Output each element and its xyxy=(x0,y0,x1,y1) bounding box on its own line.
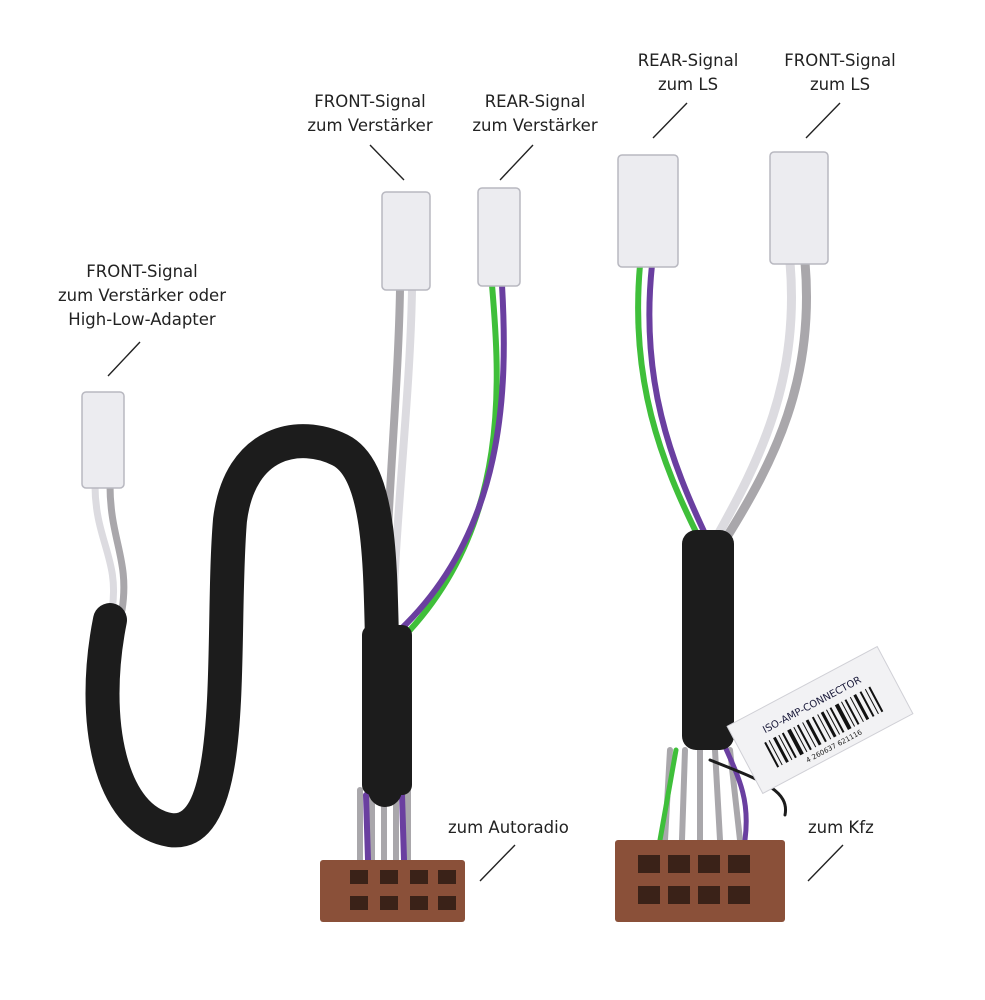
connector-front-amp-or-adapter xyxy=(81,391,125,489)
connector-rear-speaker xyxy=(617,154,679,268)
label-car: zum Kfz xyxy=(808,818,874,837)
left-wires xyxy=(91,282,507,863)
label-line: FRONT-Signal xyxy=(784,51,896,70)
label-line: zum Verstärker xyxy=(307,116,433,135)
iso-connector-radio xyxy=(320,860,465,922)
label-line: zum LS xyxy=(657,75,719,94)
sleeve-left xyxy=(85,424,402,848)
connector-rear-amp xyxy=(477,187,521,287)
label-front-speaker: FRONT-Signal zum LS xyxy=(784,49,896,97)
leader-line xyxy=(499,144,534,181)
label-line: REAR-Signal xyxy=(637,51,739,70)
leader-line xyxy=(652,102,688,139)
leader-line xyxy=(369,144,405,181)
white-connectors xyxy=(81,151,829,489)
label-front-amp-or-adapter: FRONT-Signal zum Verstärker oder High-Lo… xyxy=(58,260,226,332)
product-tag: ISO-AMP-CONNECTOR 4 260637 621116 xyxy=(726,645,914,795)
label-rear-speaker: REAR-Signal zum LS xyxy=(638,49,739,97)
connector-front-amp xyxy=(381,191,431,291)
leader-line xyxy=(479,844,516,882)
label-line: zum Verstärker oder xyxy=(58,286,226,305)
sleeve-right xyxy=(682,530,734,750)
label-line: FRONT-Signal xyxy=(86,262,198,281)
label-line: High-Low-Adapter xyxy=(68,310,216,329)
sleeve-junction-left xyxy=(362,625,412,795)
label-front-amp: FRONT-Signal zum Verstärker xyxy=(307,90,432,138)
label-line: FRONT-Signal xyxy=(314,92,426,111)
label-rear-amp: REAR-Signal zum Verstärker xyxy=(472,90,597,138)
leader-line xyxy=(807,844,844,882)
label-radio: zum Autoradio xyxy=(448,818,569,837)
label-line: zum LS xyxy=(809,75,871,94)
leader-line xyxy=(805,102,841,139)
leader-lines xyxy=(107,102,844,882)
iso-connector-car xyxy=(615,840,785,922)
connector-front-speaker xyxy=(769,151,829,265)
label-line: REAR-Signal xyxy=(484,92,586,111)
label-line: zum Verstärker xyxy=(472,116,598,135)
leader-line xyxy=(107,341,141,377)
right-wires xyxy=(635,257,812,843)
